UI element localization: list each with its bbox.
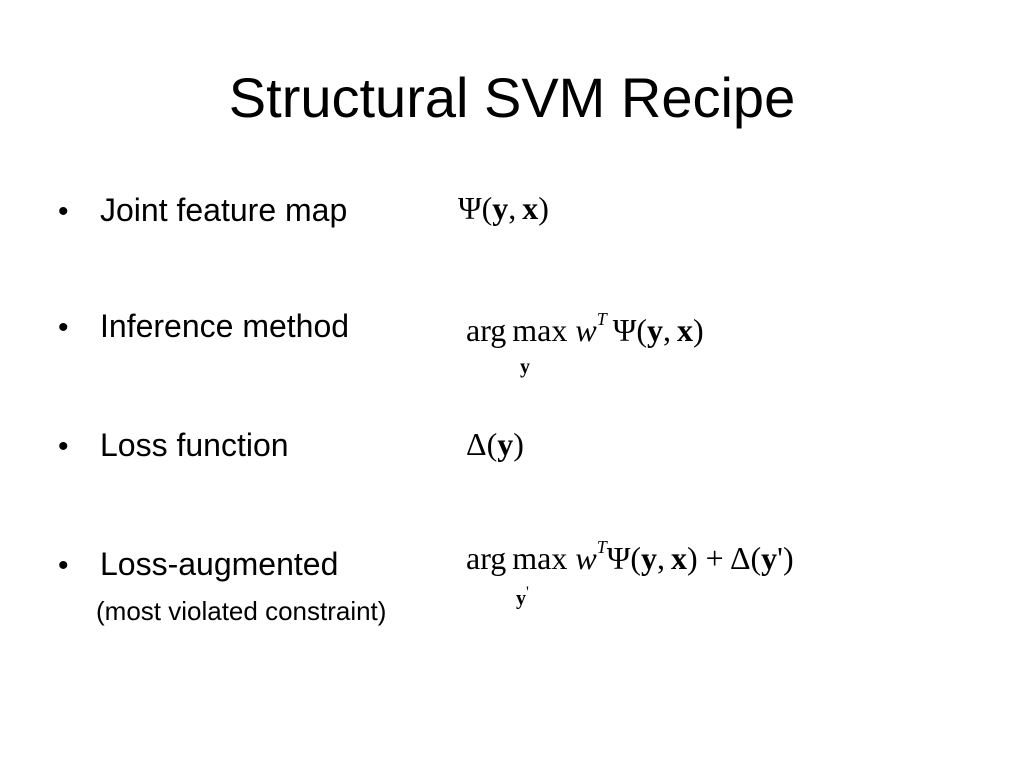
bullet-label: Loss-augmented xyxy=(100,546,339,582)
bullet-loss-function: • Loss function xyxy=(58,425,289,467)
formula-inference-subscript: y xyxy=(520,356,530,378)
bullet-label: Loss function xyxy=(100,427,289,463)
bullet-icon: • xyxy=(58,195,69,228)
bullet-inference-method: • Inference method xyxy=(58,306,349,348)
bullet-icon: • xyxy=(58,311,69,344)
bullet-icon: • xyxy=(58,549,69,582)
formula-loss-augmented-subscript: y' xyxy=(516,584,529,610)
formula-loss: Δ(y) xyxy=(466,426,524,462)
formula-joint-feature-map: Ψ(y,x) xyxy=(458,190,549,226)
bullet-loss-augmented: • Loss-augmented xyxy=(58,544,338,586)
bullet-label: Inference method xyxy=(100,308,350,344)
slide-title: Structural SVM Recipe xyxy=(228,66,796,129)
bullet-sublabel: (most violated constraint) xyxy=(96,596,387,626)
bullet-joint-feature-map: • Joint feature map xyxy=(58,190,347,232)
bullet-label: Joint feature map xyxy=(100,192,348,228)
bullet-icon: • xyxy=(58,430,69,463)
